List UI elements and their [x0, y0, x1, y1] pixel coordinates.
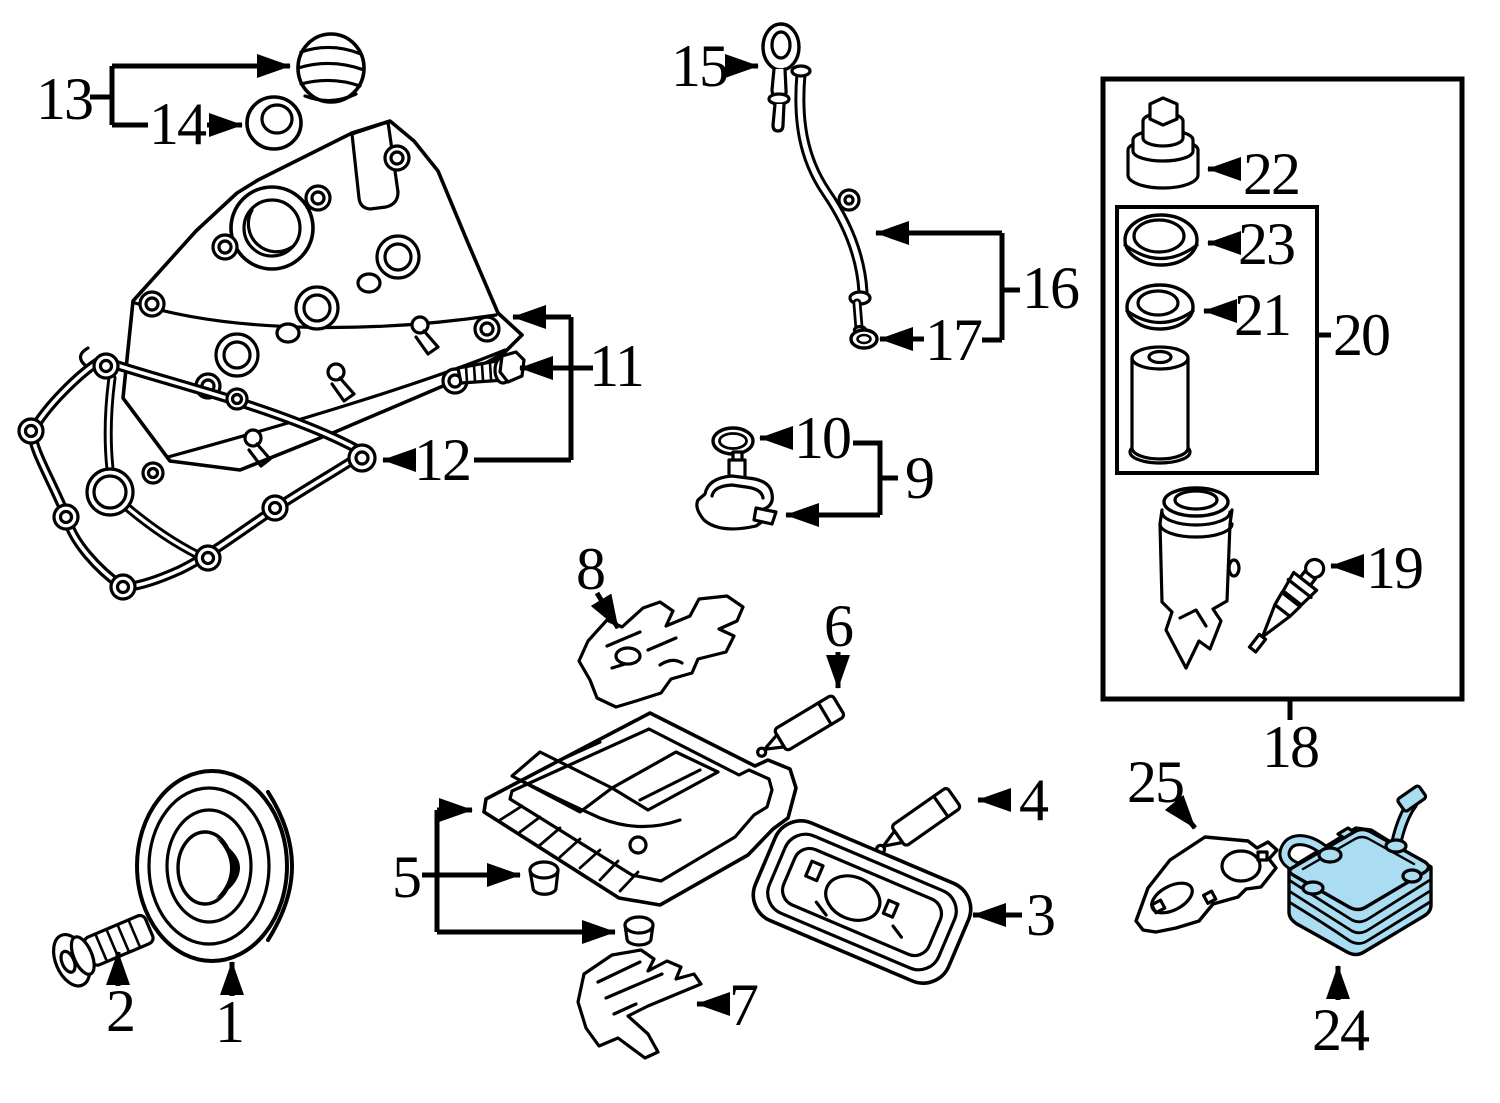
- callout-15-label: 15: [671, 33, 729, 99]
- filter-housing-drawing: [1158, 486, 1241, 670]
- filter-element-drawing: [1128, 345, 1192, 465]
- sealant-tube-4-drawing: [874, 787, 962, 855]
- callout-lines: [90, 54, 1364, 1016]
- filter-assembly-box-18: [1100, 76, 1465, 702]
- callout-3-label: 3: [1026, 882, 1056, 948]
- sealing-plug-a-drawing: [528, 860, 560, 896]
- baffle-plate-drawing: [577, 594, 745, 709]
- gasket-eyelets: [17, 352, 377, 601]
- callout-2-label: 2: [106, 978, 136, 1044]
- cap-seal-drawing: [245, 95, 303, 151]
- callout-16-label: 16: [1022, 255, 1080, 321]
- sealant-tube-6-drawing: [756, 694, 846, 758]
- oil-level-sensor-drawing: [695, 450, 778, 531]
- callout-22-label: 22: [1243, 141, 1301, 207]
- callout-14-label: 14: [149, 91, 207, 157]
- dipstick-drawing: [761, 22, 801, 133]
- callout-24-label: 24: [1312, 997, 1370, 1063]
- callout-4-label: 4: [1019, 767, 1049, 833]
- callout-23-label: 23: [1238, 211, 1296, 277]
- callout-19-label: 19: [1366, 535, 1424, 601]
- sensor-oring-drawing: [711, 426, 755, 456]
- bracket-plate-drawing: [1134, 835, 1279, 934]
- callout-11-label: 11: [589, 333, 645, 399]
- callout-5-label: 5: [392, 844, 422, 910]
- callout-9-label: 9: [905, 445, 935, 511]
- sealing-plug-b-drawing: [623, 915, 655, 947]
- callout-1-label: 1: [215, 989, 245, 1055]
- dipstick-tube-drawing: [790, 64, 872, 336]
- valve-cover-drawing: [121, 119, 524, 472]
- tube-oring-drawing: [849, 328, 879, 350]
- filter-cap-drawing: [1126, 96, 1200, 190]
- pulley-bolt-drawing: [51, 913, 155, 988]
- oil-cooler-drawing: [1278, 784, 1433, 957]
- upper-oil-pan-drawing: [482, 711, 798, 907]
- callout-21-label: 21: [1234, 282, 1292, 348]
- callout-17-label: 17: [925, 307, 983, 373]
- valve-cover-gasket-drawing: [17, 346, 377, 601]
- callout-25-label: 25: [1127, 749, 1185, 815]
- callout-6-label: 6: [824, 593, 854, 659]
- oil-filler-cap-drawing: [296, 32, 366, 104]
- callout-10-label: 10: [794, 405, 852, 471]
- cover-bolt-holes: [138, 144, 501, 400]
- callout-12-label: 12: [414, 427, 472, 493]
- callout-20-label: 20: [1333, 302, 1391, 368]
- check-valve-drawing: [1247, 557, 1326, 654]
- seal-23-drawing: [1123, 213, 1199, 267]
- callout-8-label: 8: [576, 536, 606, 602]
- lower-oil-pan-drawing: [751, 819, 973, 985]
- crank-pulley-drawing: [135, 769, 294, 963]
- callout-18-label: 18: [1262, 714, 1320, 780]
- guide-bracket-drawing: [576, 948, 703, 1060]
- seal-21-drawing: [1125, 283, 1195, 331]
- callout-7-label: 7: [729, 972, 759, 1038]
- callout-13-label: 13: [36, 66, 94, 132]
